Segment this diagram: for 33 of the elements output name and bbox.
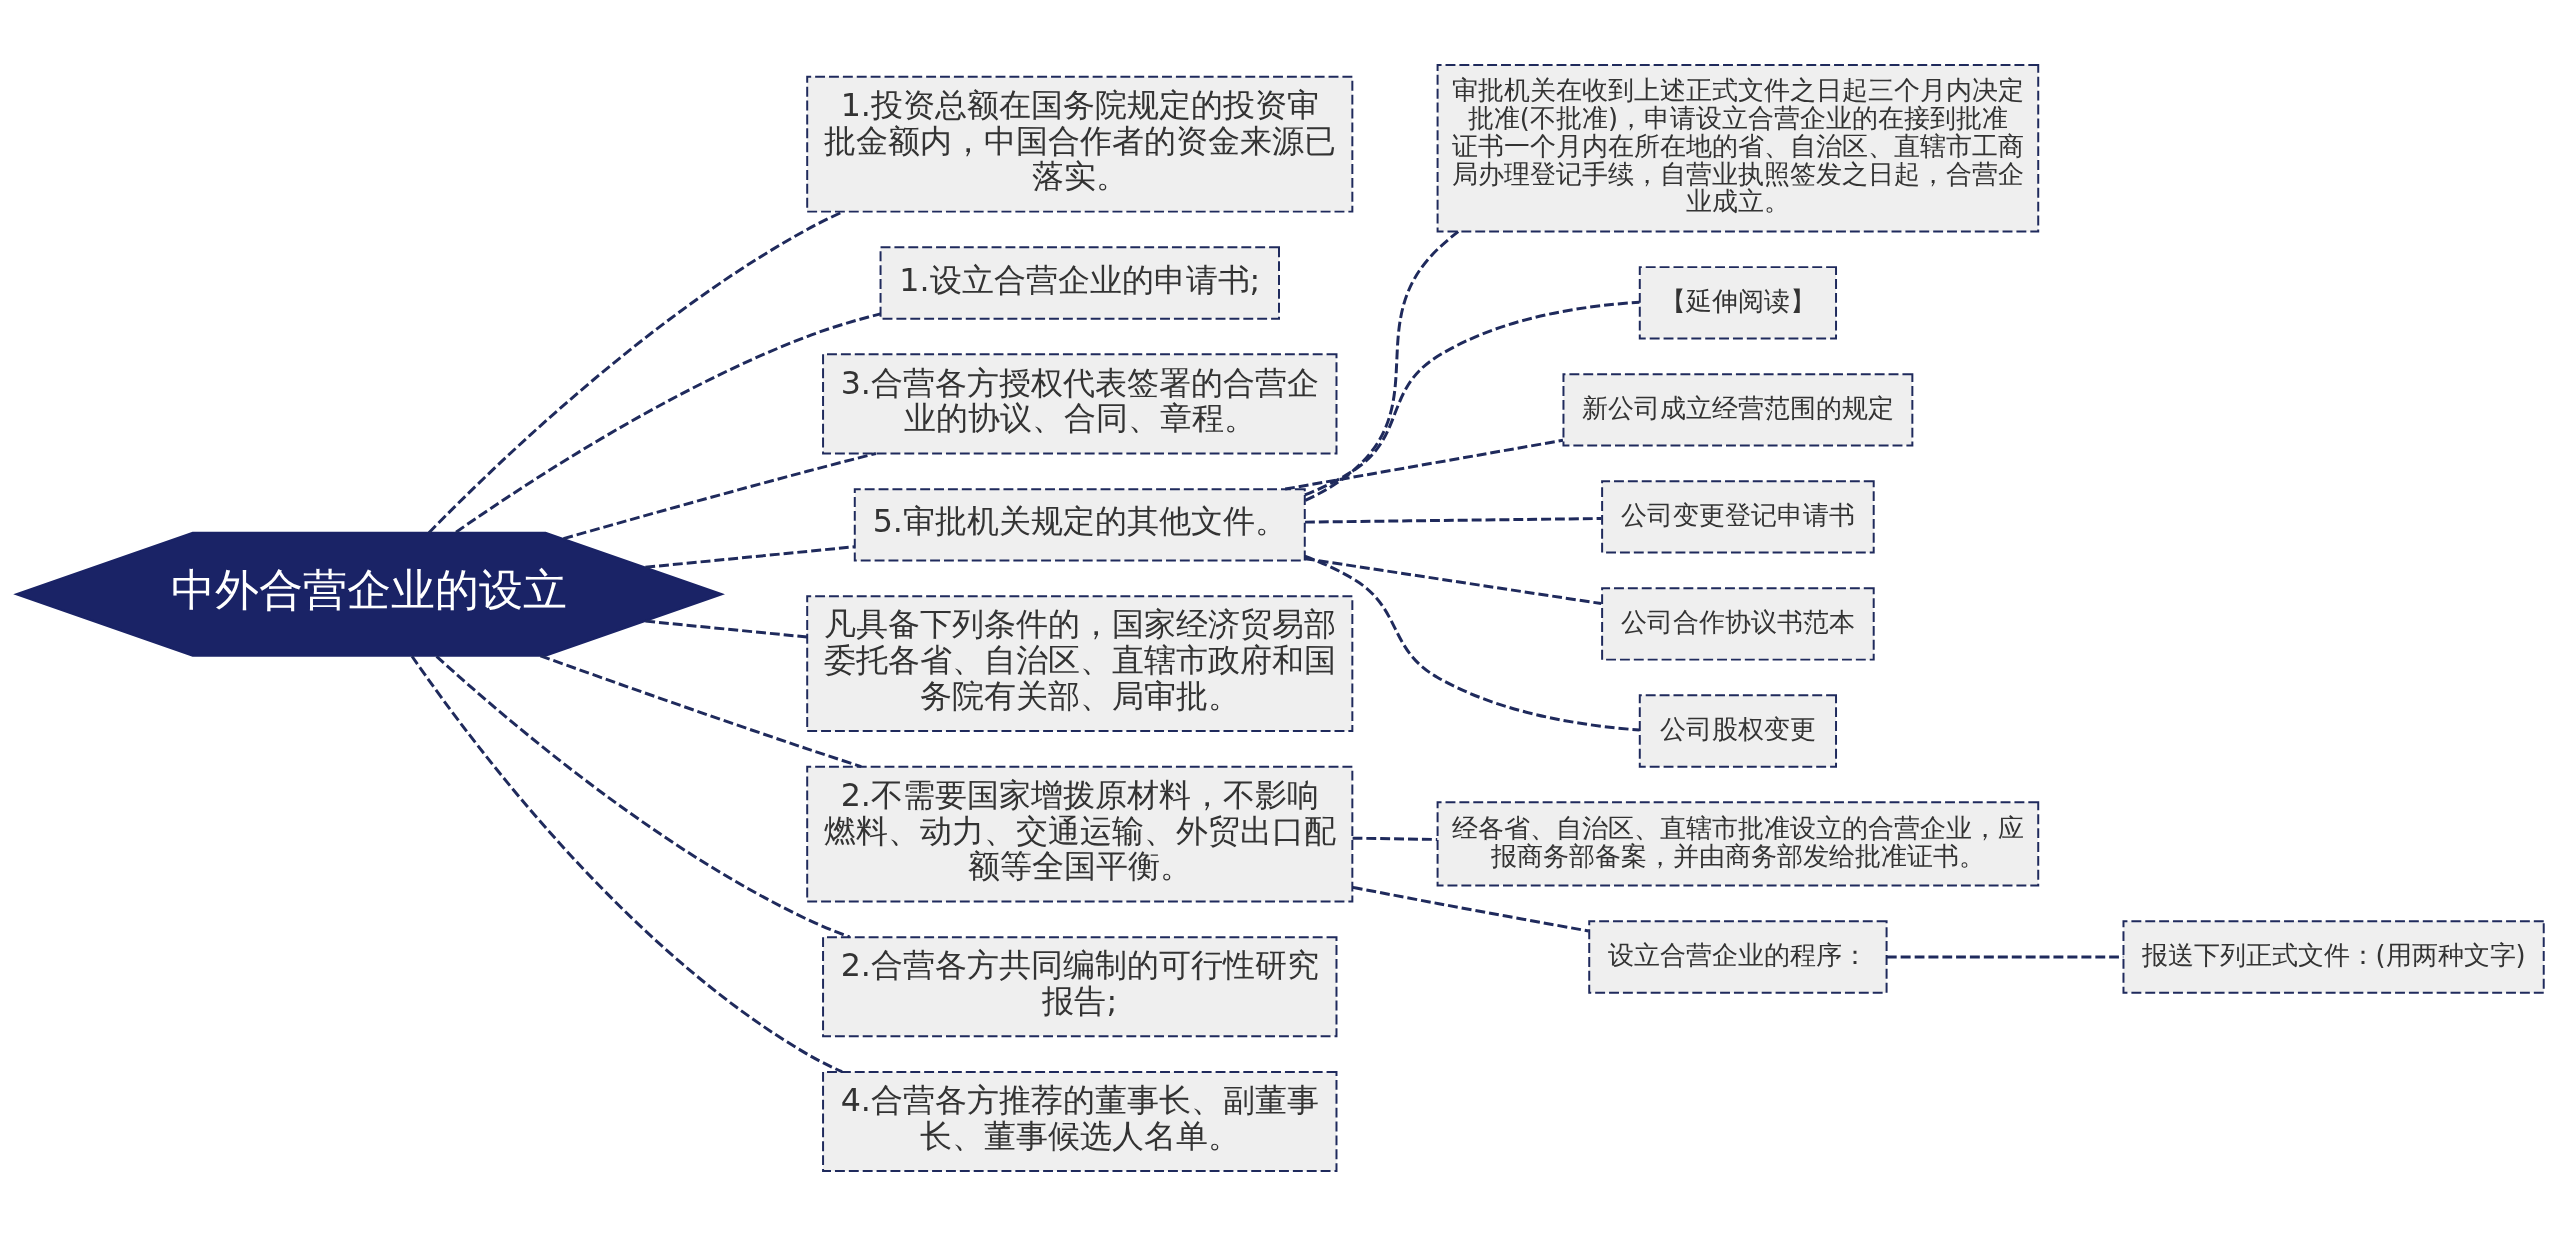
- node-box: 2.合营各方共同编制的可行性研究报告;: [822, 935, 1338, 1037]
- node-box: 报送下列正式文件：(用两种文字): [2122, 919, 2545, 994]
- connector: [645, 619, 808, 638]
- connector: [1304, 300, 1640, 496]
- node-box: 4.合营各方推荐的董事长、副董事长、董事候选人名单。: [822, 1070, 1338, 1172]
- node-box: 2.不需要国家增拨原材料，不影响燃料、动力、交通运输、外贸出口配额等全国平衡。: [806, 765, 1354, 902]
- connector: [1284, 438, 1564, 491]
- node-box: 公司变更登记申请书: [1601, 479, 1875, 554]
- connector: [1305, 516, 1602, 524]
- connector: [455, 311, 881, 533]
- connector: [1352, 885, 1589, 932]
- node-box: 公司合作协议书范本: [1601, 586, 1875, 661]
- node-box: 5.审批机关规定的其他文件。: [853, 487, 1306, 561]
- node-box: 公司股权变更: [1638, 693, 1837, 768]
- node-box: 设立合营企业的程序：: [1588, 919, 1888, 994]
- node-box: 经各省、自治区、直辖市批准设立的合营企业，应报商务部备案，并由商务部发给批准证书。: [1436, 800, 2040, 887]
- connector: [645, 544, 855, 569]
- connector: [1304, 554, 1640, 731]
- connector: [410, 654, 843, 1073]
- node-box: 凡具备下列条件的，国家经济贸易部委托各省、自治区、直辖市政府和国务院有关部、局审批。: [806, 594, 1354, 732]
- node-box: 审批机关在收到上述正式文件之日起三个月内决定批准(不批准)，申请设立合营企业的在接到批准证书一个月内在所在地的省、自治区、直辖市工商局办理登记手续，自营业执照签发之日起，合营企业成立。: [1436, 63, 2040, 232]
- connector: [1352, 836, 1438, 841]
- connector: [1304, 556, 1602, 605]
- connector: [563, 451, 877, 540]
- node-box: 1.投资总额在国务院规定的投资审批金额内，中国合作者的资金来源已落实。: [806, 75, 1354, 213]
- connector: [539, 653, 862, 768]
- connector: [1304, 230, 1460, 502]
- connector: [435, 654, 851, 938]
- node-box: 3.合营各方授权代表签署的合营企业的协议、合同、章程。: [822, 352, 1338, 454]
- node-box: 1.设立合营企业的申请书;: [879, 245, 1280, 320]
- connector: [427, 209, 844, 534]
- node-box: 【延伸阅读】: [1638, 265, 1837, 339]
- node-box: 新公司成立经营范围的规定: [1562, 372, 1914, 447]
